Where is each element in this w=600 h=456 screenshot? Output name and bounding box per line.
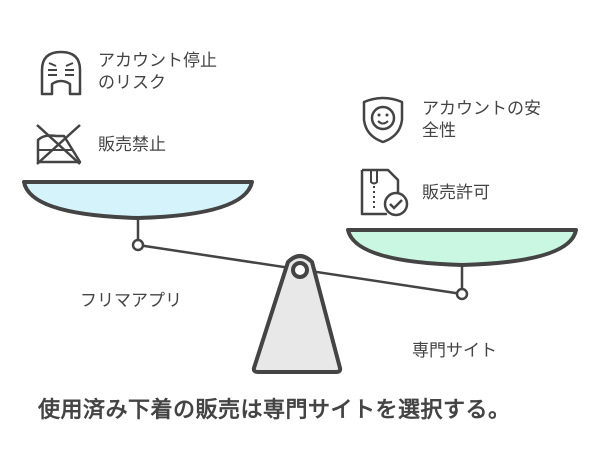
angry-face-icon (40, 50, 82, 96)
label-account-safety: アカウントの安 全性 (422, 99, 541, 141)
label-flea-market-app: フリマアプリ (80, 291, 182, 311)
shield-smile-icon (362, 96, 404, 144)
label-sales-prohibited: 販売禁止 (98, 135, 166, 155)
right-pivot (455, 287, 469, 301)
left-pivot (131, 238, 145, 252)
label-sales-permitted: 販売許可 (422, 183, 490, 203)
prohibited-clothing-icon (36, 124, 82, 165)
conclusion-text: 使用済み下着の販売は専門サイトを選択する。 (38, 398, 511, 423)
fulcrum-pivot (291, 261, 309, 279)
left-pan (22, 180, 254, 220)
fulcrum (251, 254, 343, 374)
right-pan (346, 228, 578, 267)
label-specialty-site: 専門サイト (412, 341, 497, 361)
label-account-suspension-risk: アカウント停止 のリスク (98, 51, 217, 93)
document-check-icon (360, 168, 409, 217)
